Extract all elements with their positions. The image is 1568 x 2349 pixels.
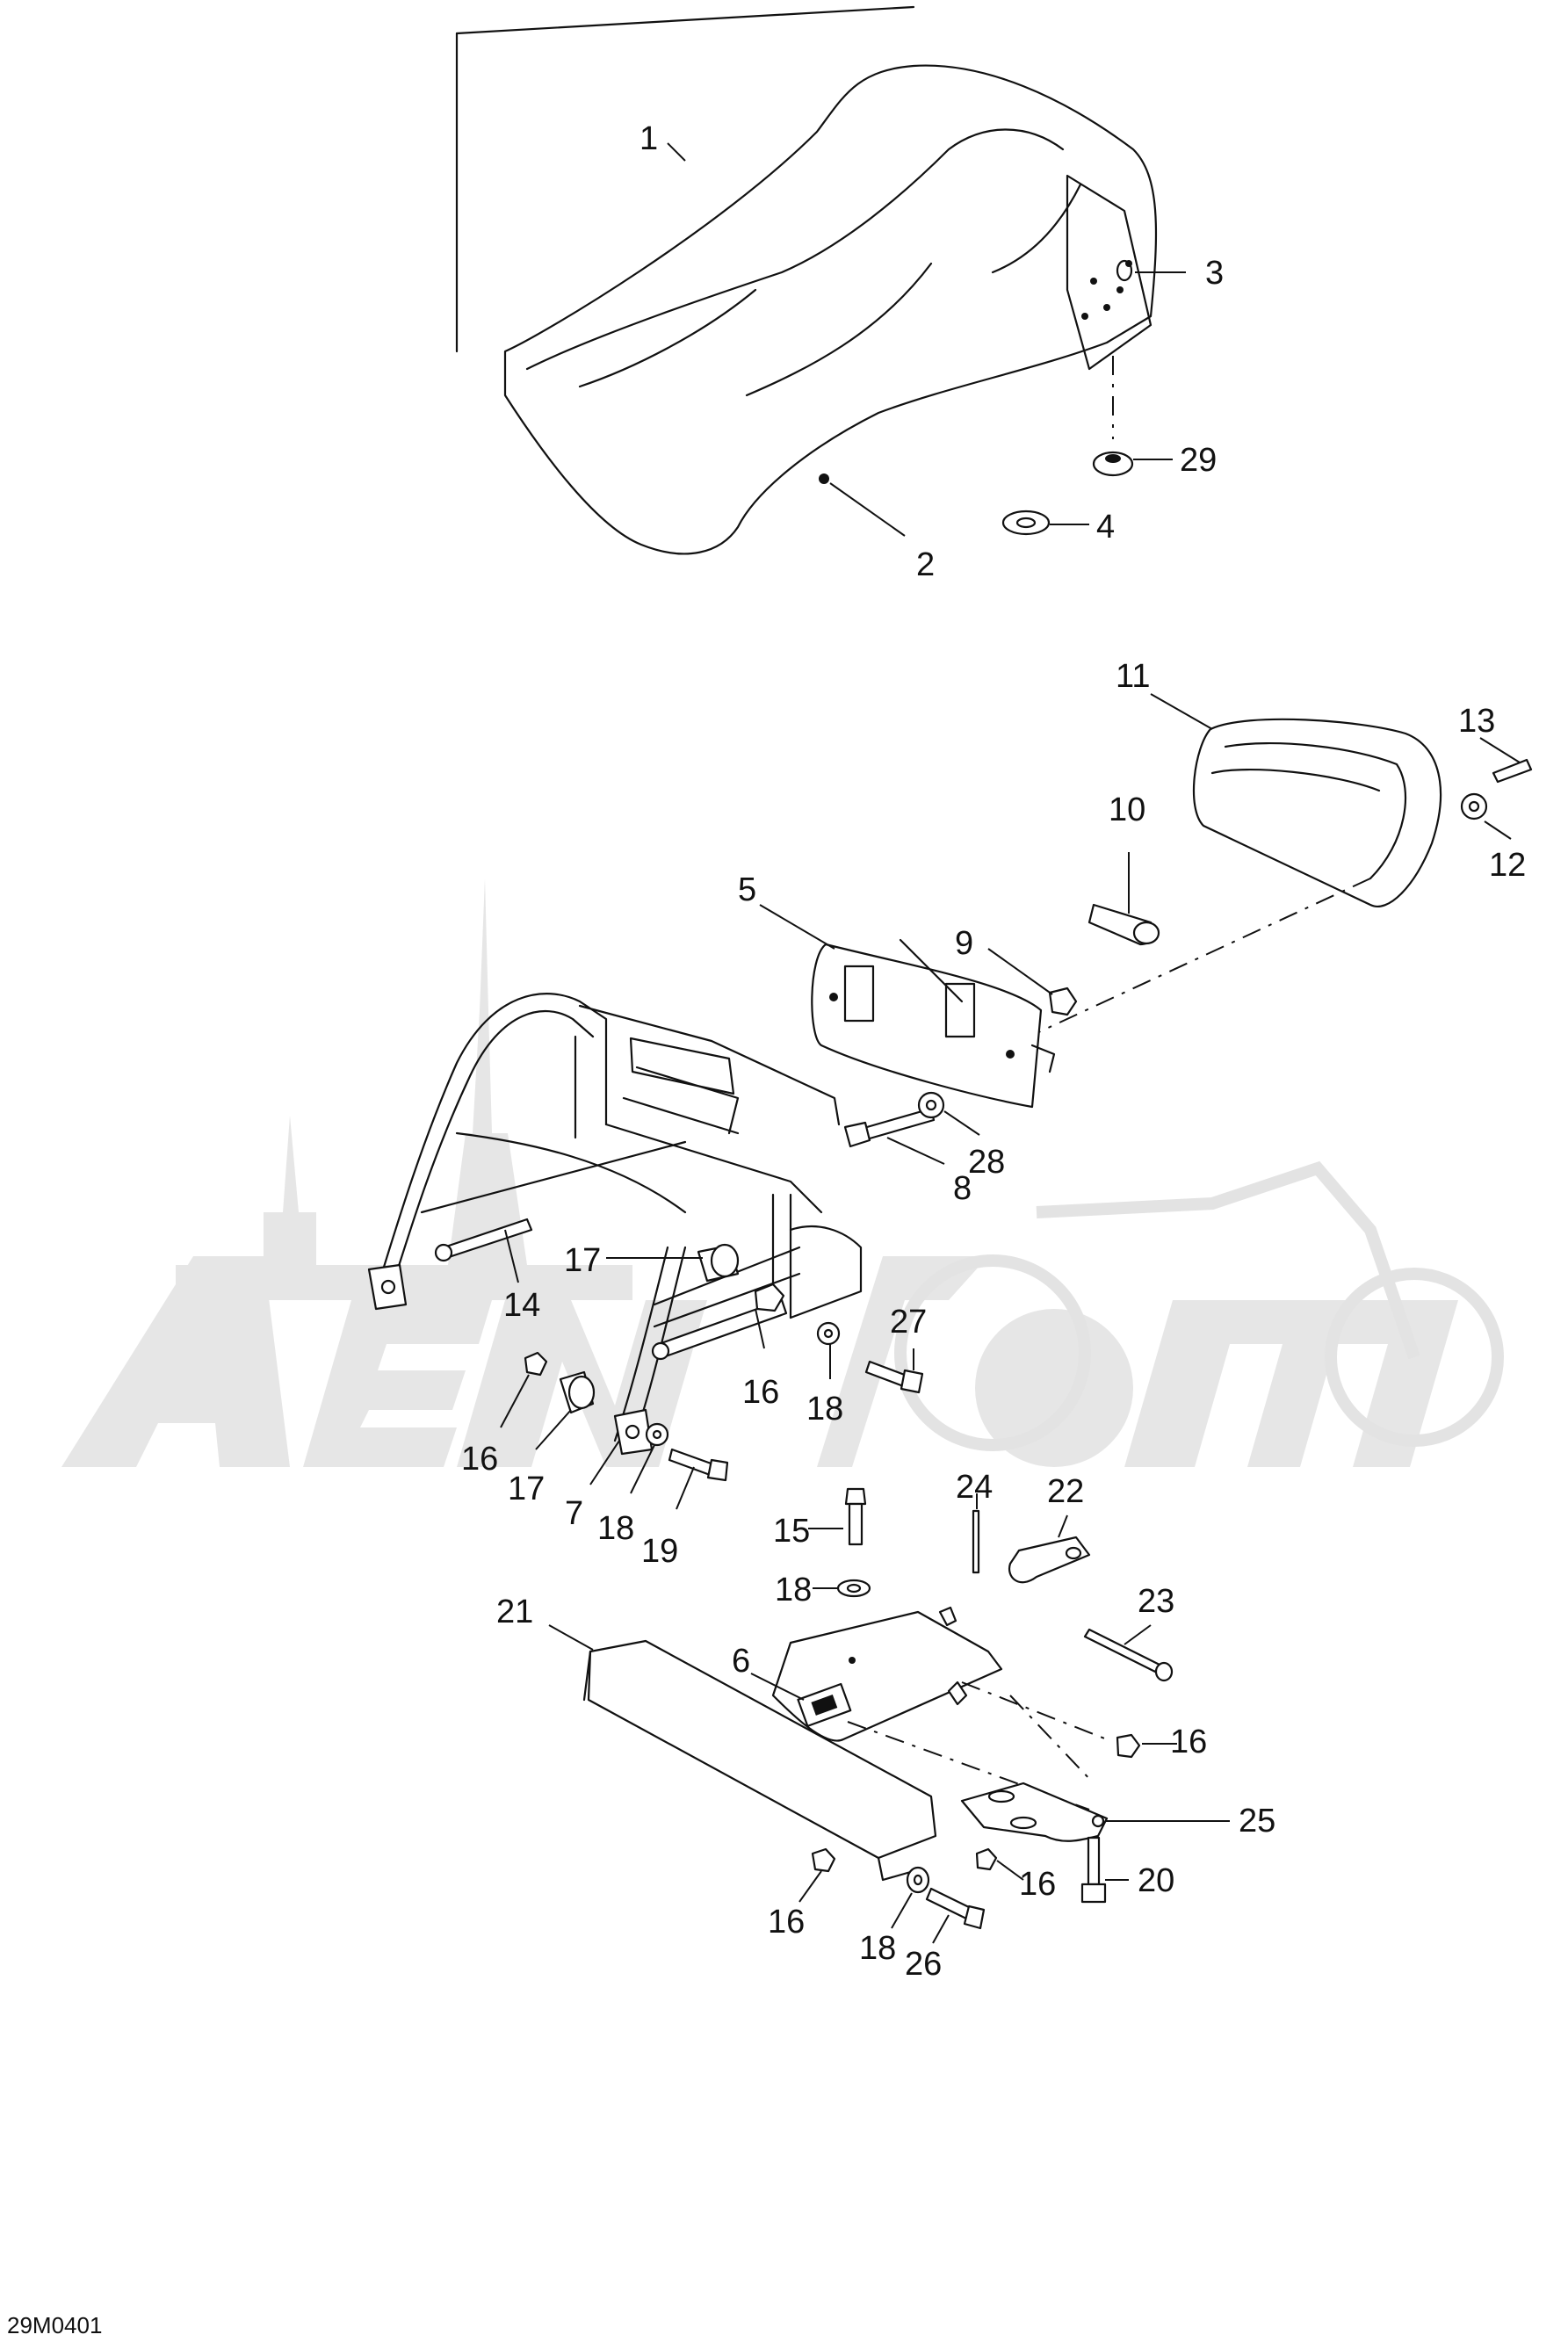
callout-labels: 1 2 3 29 4 11 13 10 12 5 9 28 8 17 14 27… xyxy=(461,120,1526,1983)
lower-bracket-part xyxy=(582,1487,1174,1930)
callout-16-a: 16 xyxy=(742,1374,779,1411)
callout-15: 15 xyxy=(773,1513,810,1550)
callout-2: 2 xyxy=(916,546,935,583)
callout-18-c: 18 xyxy=(775,1572,812,1608)
callout-10: 10 xyxy=(1109,791,1145,828)
callout-16-c: 16 xyxy=(1170,1724,1207,1760)
callout-7: 7 xyxy=(565,1495,583,1532)
callout-16-b: 16 xyxy=(461,1441,498,1478)
callout-5: 5 xyxy=(738,871,756,908)
callout-6: 6 xyxy=(732,1643,750,1680)
rear-rack-part xyxy=(367,993,863,1456)
callout-18-b: 18 xyxy=(597,1510,634,1547)
callout-11: 11 xyxy=(1116,658,1150,695)
callout-16-e: 16 xyxy=(768,1904,805,1941)
callout-17-upper: 17 xyxy=(564,1242,601,1279)
callout-9: 9 xyxy=(955,925,973,962)
callout-16-d: 16 xyxy=(1019,1866,1056,1903)
drawing-code-label: 29M0401 xyxy=(7,2312,103,2338)
leader-lines xyxy=(500,142,1521,1944)
callout-27: 27 xyxy=(890,1304,927,1341)
callout-1: 1 xyxy=(639,120,658,157)
callout-20: 20 xyxy=(1138,1862,1174,1899)
callout-13: 13 xyxy=(1458,703,1495,740)
callout-3: 3 xyxy=(1205,255,1224,292)
callout-18-a: 18 xyxy=(806,1391,843,1427)
callout-23: 23 xyxy=(1138,1583,1174,1620)
watermark-graphic xyxy=(61,878,1504,1467)
callout-8: 8 xyxy=(953,1170,972,1207)
tail-light-part xyxy=(1009,718,1533,1046)
callout-25: 25 xyxy=(1239,1803,1275,1839)
callout-24: 24 xyxy=(956,1469,993,1506)
callout-12: 12 xyxy=(1489,847,1526,884)
callout-14: 14 xyxy=(503,1287,540,1324)
callout-21: 21 xyxy=(496,1594,533,1630)
seat-hardware xyxy=(1001,356,1134,536)
rack-hardware xyxy=(524,1321,924,1482)
callout-26: 26 xyxy=(905,1946,942,1983)
license-bracket-part xyxy=(811,938,1078,1148)
callout-22: 22 xyxy=(1047,1473,1084,1510)
callout-4: 4 xyxy=(1096,509,1115,546)
seat-part xyxy=(455,5,1158,555)
callout-28: 28 xyxy=(968,1144,1005,1181)
callout-18-d: 18 xyxy=(859,1930,896,1967)
callout-17-lower: 17 xyxy=(508,1471,545,1507)
callout-29: 29 xyxy=(1180,442,1217,479)
callout-19: 19 xyxy=(641,1533,678,1570)
